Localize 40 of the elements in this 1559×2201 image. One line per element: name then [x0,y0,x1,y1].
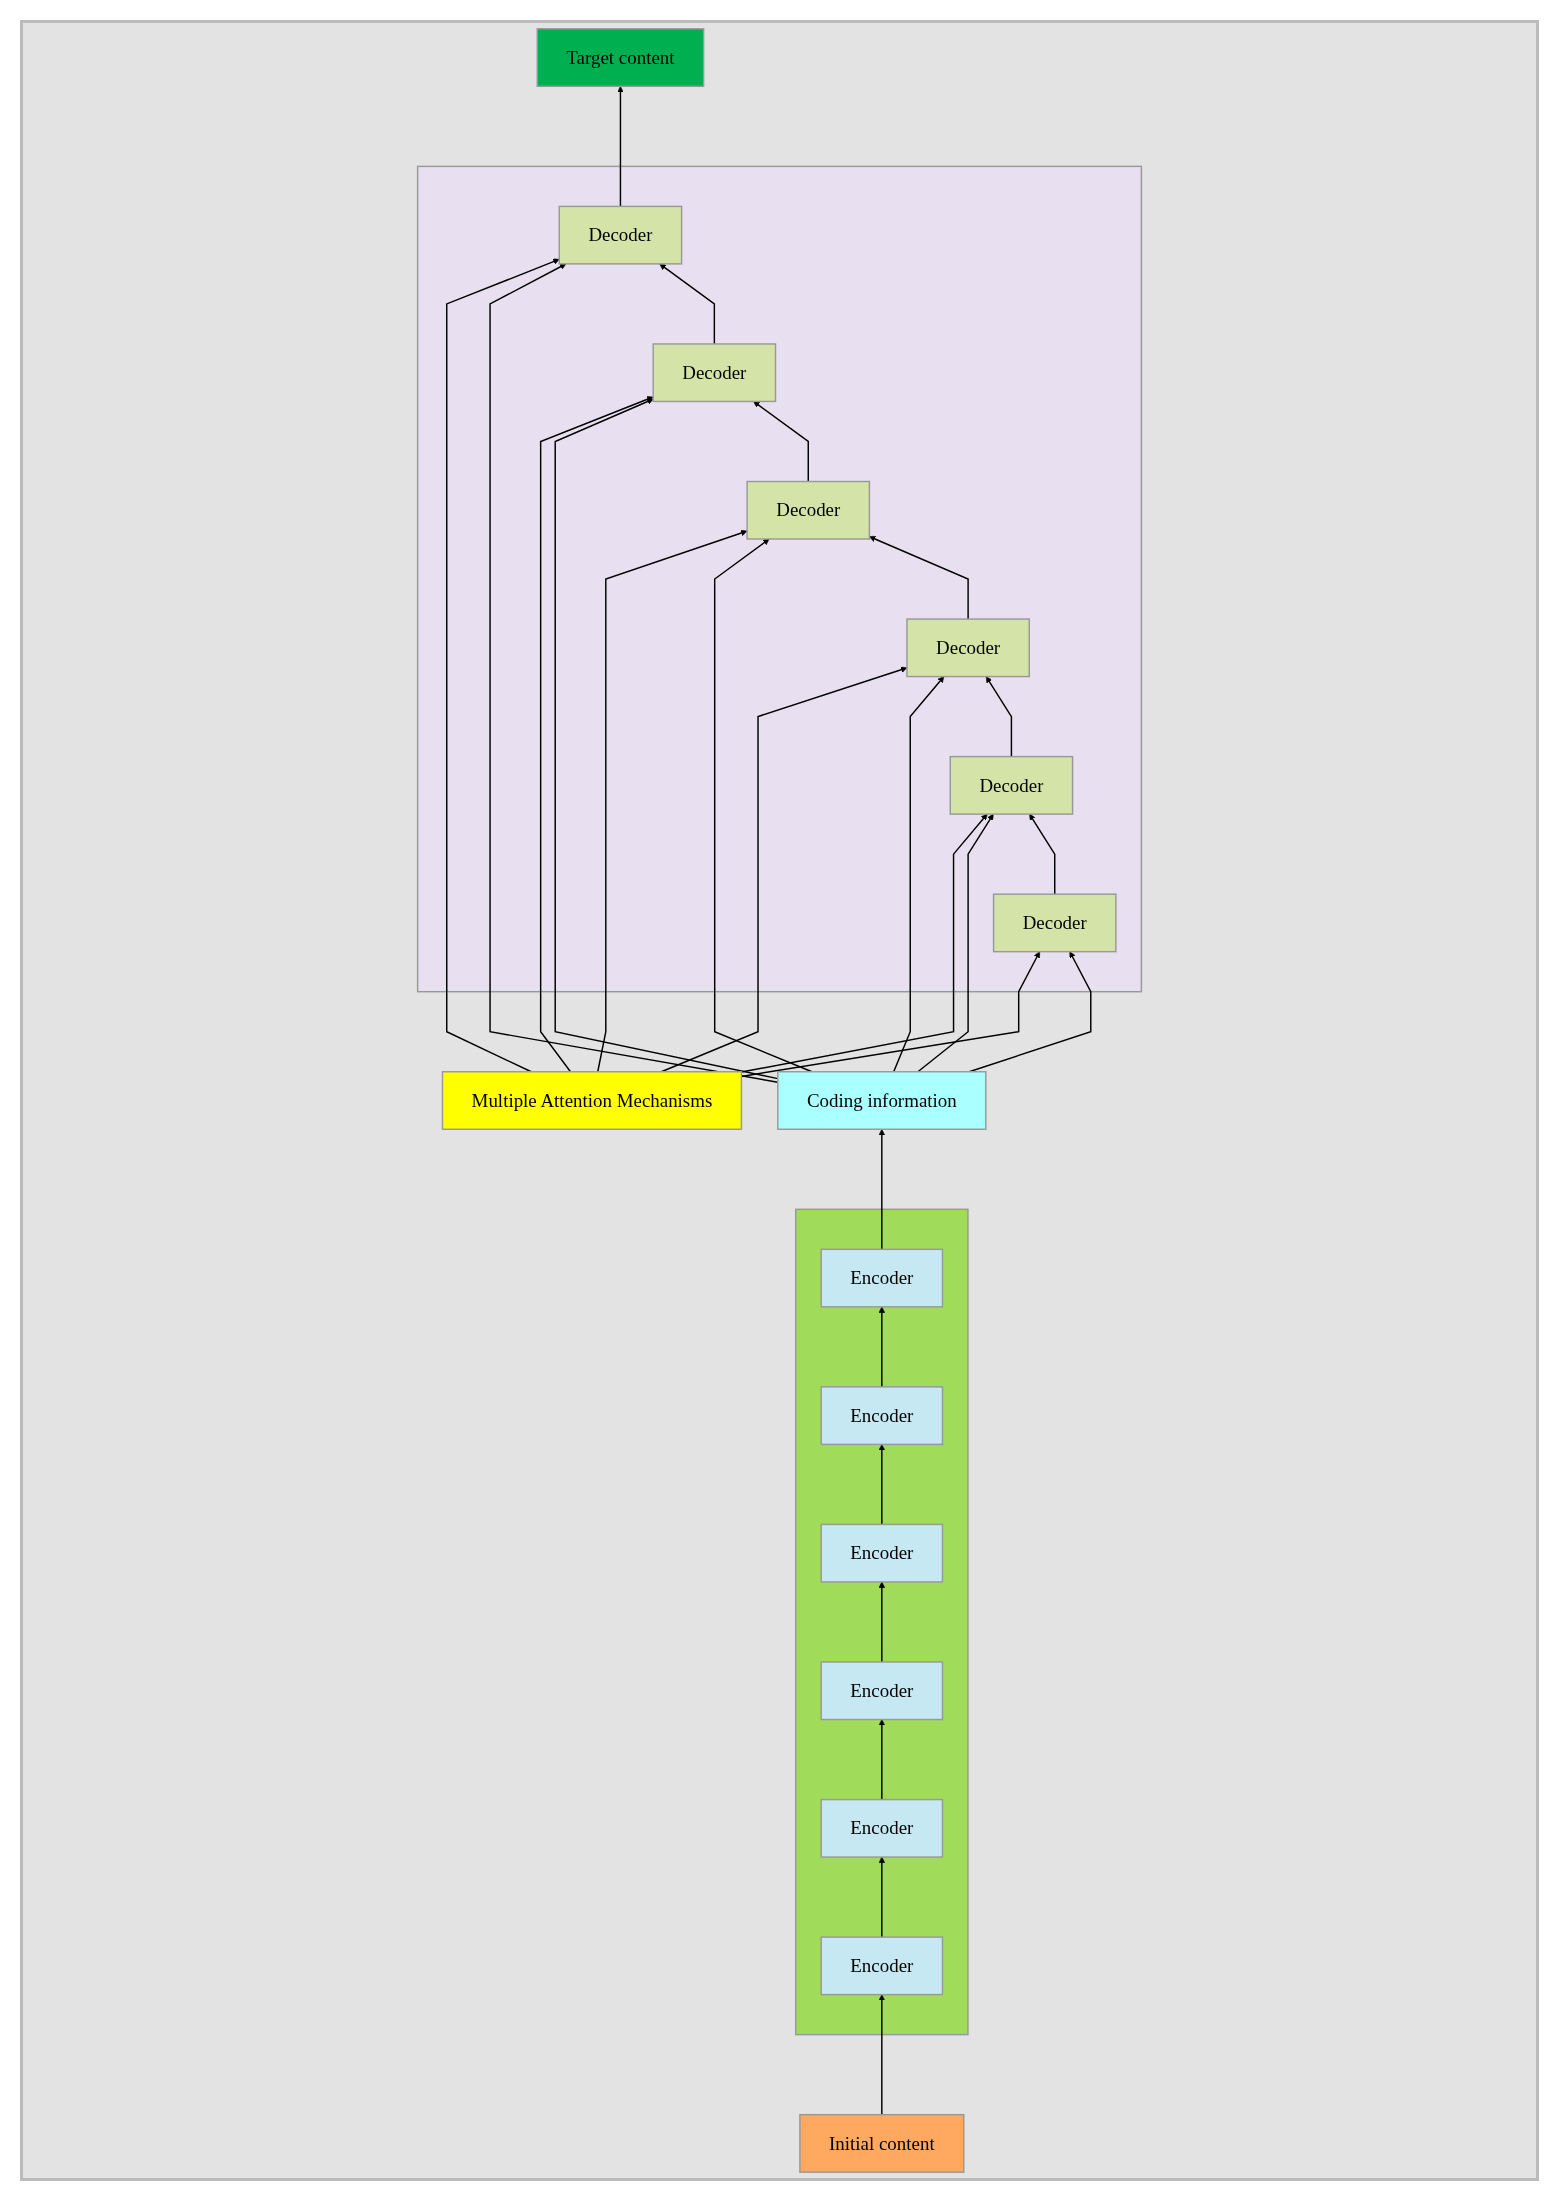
node-box [820,1661,944,1721]
arrow [740,813,988,1073]
node-box [820,1386,944,1446]
arrow [878,1306,886,1388]
node-box [820,1523,944,1583]
arrow [878,1856,886,1938]
arrow [597,529,748,1073]
arrow [659,263,716,345]
node-box [799,2113,965,2173]
node-box [746,480,871,540]
arrow [892,676,945,1073]
arrow [869,535,969,620]
arrow [878,1581,886,1663]
node-box [536,28,705,88]
node-box [820,1248,944,1308]
arrow [985,676,1013,758]
arrow [713,538,813,1073]
arrow [878,1994,886,2116]
cluster [416,165,1143,993]
arrow [878,1128,886,1251]
arrow [878,1719,886,1801]
diagram-panel: Multiple Attention Mechanisms Coding information Target content Encoder Encoder Encoder Encoder Encoder Encoder Decoder Decoder Decoder Decoder Decoder Decoder Initial content [20,20,1539,2181]
arrow [753,401,809,483]
node-box [777,1071,987,1130]
node-box [949,755,1074,815]
arrow [617,86,624,208]
cluster [795,1208,969,2036]
node-box [906,618,1030,678]
arrow [878,1444,886,1526]
arrow [446,258,560,1073]
node-box [652,343,777,403]
node-box [820,1798,944,1858]
node-box [820,1936,944,1996]
arrow [917,813,994,1073]
node-box [992,893,1117,953]
node-box [441,1071,743,1130]
arrow [489,263,779,1083]
arrow [539,396,654,1073]
arrow [1029,813,1056,895]
node-box [558,205,683,265]
